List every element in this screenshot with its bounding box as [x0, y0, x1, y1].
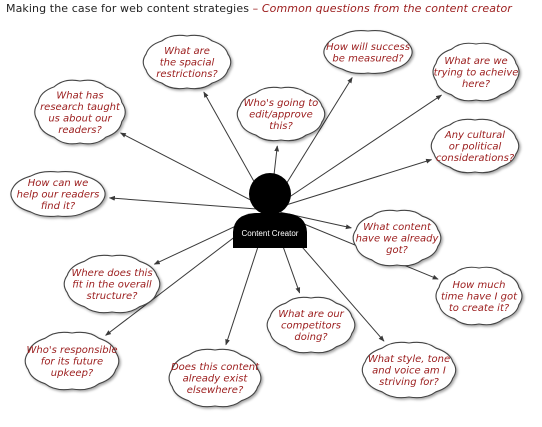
cloud-shape [266, 296, 356, 354]
connector-help-readers [108, 195, 271, 211]
question-line: upkeep? [51, 368, 94, 379]
question-line: to create it? [449, 303, 510, 314]
connector-content-already-got [269, 209, 352, 230]
cloud-shape [323, 30, 413, 74]
cloud-shape [361, 341, 457, 399]
center-label: Content Creator [242, 229, 299, 238]
question-line: considerations? [436, 153, 515, 164]
cloud-shape [236, 86, 326, 142]
cloud-shape [435, 266, 523, 326]
title-main: Making the case for web content strategi… [6, 2, 250, 15]
question-line: Who's going to [244, 98, 319, 109]
question-line: us about our [48, 113, 112, 124]
title-subtitle: Common questions from the content creato… [261, 2, 512, 15]
cloud-shape [34, 79, 126, 145]
question-line: Who's responsible [26, 345, 117, 356]
question-line: be measured? [332, 53, 404, 64]
question-line: and voice am I [372, 366, 446, 377]
question-line: edit/approve [249, 110, 313, 121]
question-line: this? [269, 121, 293, 132]
question-line: elsewhere? [187, 385, 244, 396]
content-creator-node: Content Creator [233, 173, 307, 248]
question-line: the spacial [160, 58, 215, 69]
question-line: already exist [183, 374, 249, 385]
question-line: competitors [281, 321, 341, 332]
cloud-shape [63, 254, 161, 314]
question-line: How much [453, 280, 506, 291]
person-body [233, 213, 307, 248]
question-line: got? [386, 245, 408, 256]
question-line: fit in the overall [72, 280, 152, 291]
question-line: structure? [87, 291, 139, 302]
question-line: Does this content [171, 362, 260, 373]
question-line: time have I got [441, 292, 518, 303]
question-line: What style, tone [368, 354, 450, 365]
question-line: or political [449, 142, 502, 153]
cloud-shape [352, 209, 442, 267]
question-line: What has [56, 90, 103, 101]
question-line: Any cultural [444, 130, 505, 141]
question-line: research taught [40, 102, 121, 113]
question-line: How can we [28, 178, 88, 189]
question-line: What are [164, 46, 210, 57]
question-line: find it? [41, 201, 76, 212]
cloud-shape [432, 42, 520, 102]
question-line: Where does this [71, 268, 152, 279]
cloud-shape [168, 348, 262, 408]
connector-research-readers [119, 132, 271, 211]
question-line: readers? [58, 125, 102, 136]
question-line: What are we [444, 56, 507, 67]
diagram-title: Making the case for web content strategi… [6, 0, 512, 18]
cloud-shape [142, 34, 232, 90]
person-head [249, 173, 291, 215]
connector-trying-to-achieve [269, 94, 442, 211]
question-line: for its future [41, 357, 103, 368]
connector-cultural-political [269, 158, 433, 211]
cloud-shape [24, 331, 120, 391]
question-line: What content [363, 222, 432, 233]
question-line: doing? [294, 332, 328, 343]
title-separator: – [252, 2, 259, 15]
question-line: trying to acheive [434, 68, 519, 79]
question-line: restrictions? [156, 69, 218, 80]
cloud-shape [430, 118, 520, 174]
question-line: How will success [326, 42, 410, 53]
person-icon: Content Creator [233, 173, 307, 248]
question-line: help our readers [17, 190, 100, 201]
cloud-shape [10, 171, 106, 217]
question-line: striving for? [379, 377, 439, 388]
question-line: What are our [278, 309, 344, 320]
question-line: have we already [356, 234, 440, 245]
question-line: here? [462, 79, 491, 90]
